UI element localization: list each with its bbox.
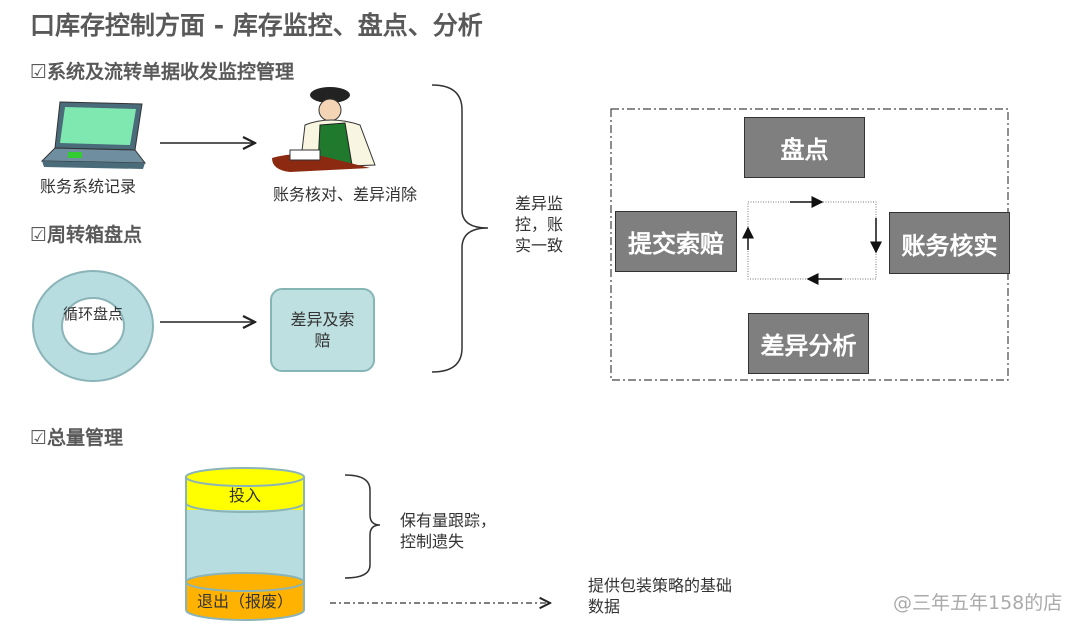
section-turnover-heading: ☑周转箱盘点 [30,224,143,246]
discrepancy-claim-box: 差异及索赔 [270,288,375,372]
cylinder-input-label: 投入 [228,486,261,505]
laptop-caption: 账务系统记录 [39,177,136,196]
cycle-discrepancy-analysis: 差异分析 [748,313,869,374]
cylinder-brace-text: 保有量跟踪，控制遗失 [400,511,497,551]
ring-label: 循环盘点 [63,305,124,323]
inventory-cylinder [185,467,305,621]
cycle-account-verify: 账务核实 [889,212,1010,274]
strategy-data-text: 提供包装策略的基础数据 [588,576,733,616]
cylinder-scrap-label: 退出（报废） [196,592,293,611]
brace [344,474,381,579]
accountant-writing-icon [272,87,376,172]
watermark: @三年五年158的店 [893,592,1063,614]
page-title: 口库存控制方面 - 库存监控、盘点、分析 [30,11,483,40]
laptop-icon [40,101,147,169]
section-system-heading: ☑系统及流转单据收发监控管理 [30,61,295,83]
brace [431,84,489,373]
accountant-caption: 账务核对、差异消除 [272,185,417,204]
section-total-heading: ☑总量管理 [30,427,124,449]
discrepancy-claim-label: 差异及索赔 [290,310,355,350]
cycle-submit-claim: 提交索赔 [615,211,737,272]
brace-text: 差异监控，账实一致 [514,194,563,255]
cycle-stocktake: 盘点 [744,117,865,178]
cycle-loop [747,201,877,280]
